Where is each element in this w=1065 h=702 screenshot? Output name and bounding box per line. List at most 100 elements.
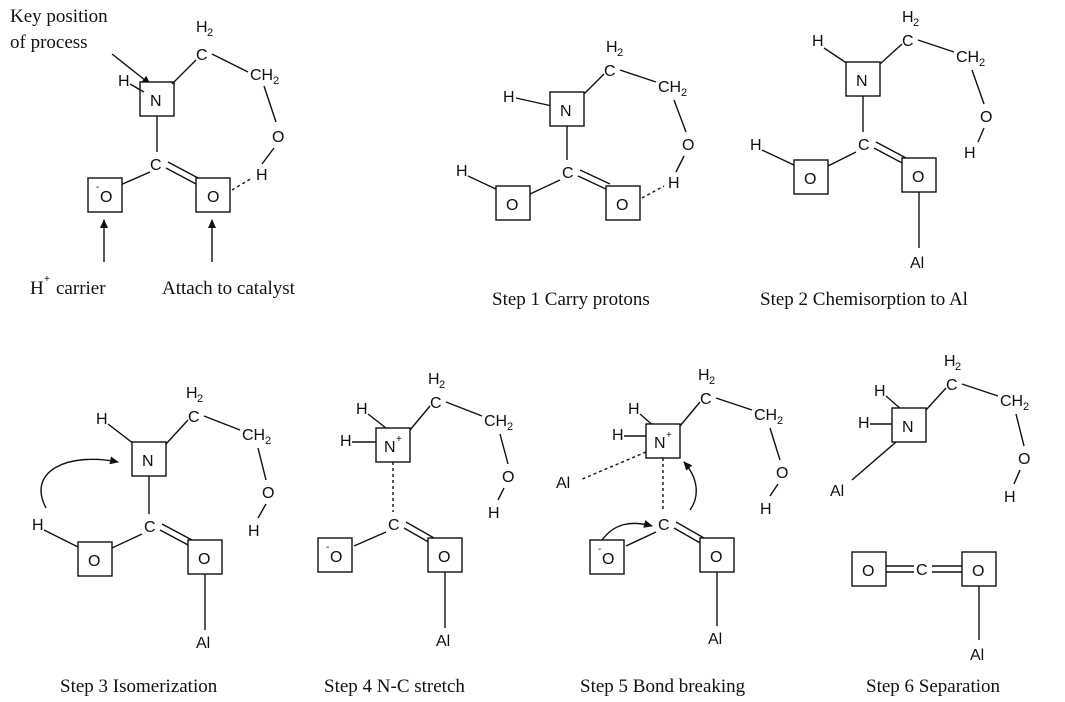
svg-text:C: C	[902, 33, 914, 50]
svg-text:H: H	[1004, 489, 1016, 506]
svg-text:Al: Al	[708, 631, 722, 648]
svg-text:-: -	[326, 542, 329, 553]
label-h-carrier: carrier	[56, 278, 106, 299]
svg-text:H: H	[456, 163, 468, 180]
atom-h: H	[118, 73, 130, 90]
svg-text:O: O	[682, 137, 694, 154]
svg-text:N: N	[654, 435, 666, 452]
svg-text:O: O	[88, 553, 100, 570]
atom-n: N	[150, 93, 162, 110]
svg-text:CH: CH	[242, 427, 265, 444]
co2-o-right	[961, 551, 997, 587]
svg-text:C: C	[946, 377, 958, 394]
svg-text:N: N	[142, 453, 154, 470]
svg-text:Al: Al	[970, 647, 984, 664]
svg-text:C: C	[658, 517, 670, 534]
atom-c: C	[196, 47, 208, 64]
caption-step-1: Step 1 Carry protons	[492, 289, 650, 310]
svg-text:2: 2	[681, 87, 687, 99]
svg-text:2: 2	[273, 75, 279, 87]
svg-text:CH: CH	[250, 67, 273, 84]
caption-step-5: Step 5 Bond breaking	[580, 676, 746, 697]
svg-text:O: O	[602, 551, 614, 568]
svg-text:Al: Al	[830, 483, 844, 500]
svg-text:C: C	[604, 63, 616, 80]
svg-text:H: H	[760, 501, 772, 518]
svg-text:O: O	[616, 197, 628, 214]
o-box-right	[195, 177, 231, 213]
svg-text:C: C	[144, 519, 156, 536]
svg-text:O: O	[710, 549, 722, 566]
svg-text:O: O	[912, 169, 924, 186]
svg-text:2: 2	[979, 57, 985, 69]
svg-text:O: O	[438, 549, 450, 566]
svg-text:H: H	[186, 385, 198, 402]
panel-step-4: H H N + C H 2 CH 2 O H C - O O Al Step 4…	[317, 371, 514, 697]
svg-text:H: H	[812, 33, 824, 50]
panel-step-1: H N C H 2 CH 2 O H C H O O Step 1 Carry …	[456, 39, 694, 310]
svg-text:2: 2	[955, 361, 961, 373]
caption-step-6: Step 6 Separation	[866, 676, 1001, 697]
svg-text:O: O	[972, 563, 984, 580]
svg-text:CH: CH	[658, 79, 681, 96]
label-attach-catalyst: Attach to catalyst	[162, 278, 296, 299]
svg-text:H: H	[750, 137, 762, 154]
svg-text:C: C	[562, 165, 574, 182]
svg-text:+: +	[44, 274, 50, 285]
arrow-proton-transfer	[40, 456, 119, 509]
svg-text:H: H	[256, 167, 268, 184]
svg-text:H: H	[964, 145, 976, 162]
svg-text:H: H	[944, 353, 956, 370]
co2-o-left	[851, 551, 887, 587]
svg-text:H: H	[902, 9, 914, 26]
caption-step-2: Step 2 Chemisorption to Al	[760, 289, 968, 310]
svg-text:H: H	[196, 19, 208, 36]
svg-text:H: H	[96, 411, 108, 428]
arrow-bond-break	[683, 461, 697, 511]
svg-text:O: O	[207, 189, 219, 206]
svg-text:2: 2	[265, 435, 271, 447]
svg-text:2: 2	[913, 17, 919, 29]
svg-text:2: 2	[617, 47, 623, 59]
svg-text:C: C	[700, 391, 712, 408]
svg-text:C: C	[858, 137, 870, 154]
svg-text:Al: Al	[196, 635, 210, 652]
svg-text:C: C	[150, 157, 162, 174]
svg-text:+: +	[666, 430, 672, 441]
svg-text:O: O	[804, 171, 816, 188]
svg-text:H: H	[606, 39, 618, 56]
svg-text:O: O	[862, 563, 874, 580]
svg-text:C: C	[916, 562, 928, 579]
svg-text:2: 2	[197, 393, 203, 405]
svg-text:H: H	[428, 371, 440, 388]
svg-text:N: N	[902, 419, 914, 436]
svg-text:H: H	[874, 383, 886, 400]
svg-text:H: H	[488, 505, 500, 522]
svg-text:N: N	[384, 439, 396, 456]
arrow-key-position	[111, 53, 151, 85]
svg-text:2: 2	[1023, 401, 1029, 413]
svg-text:O: O	[1018, 451, 1030, 468]
caption-step-3: Step 3 Isomerization	[60, 676, 218, 697]
svg-text:H: H	[340, 433, 352, 450]
svg-text:H: H	[628, 401, 640, 418]
svg-text:H: H	[612, 427, 624, 444]
svg-text:C: C	[188, 409, 200, 426]
svg-text:CH: CH	[754, 407, 777, 424]
svg-text:H: H	[698, 367, 710, 384]
panel-step-5: H H N + C H 2 CH 2 O H Al C - O O Al Ste…	[556, 367, 788, 697]
caption-step-4: Step 4 N-C stretch	[324, 676, 465, 697]
svg-text:H: H	[30, 278, 44, 299]
svg-text:H: H	[248, 523, 260, 540]
svg-text:N: N	[560, 103, 572, 120]
svg-text:+: +	[396, 434, 402, 445]
arrow-electron-push	[601, 520, 653, 541]
svg-text:2: 2	[777, 415, 783, 427]
svg-text:Al: Al	[436, 633, 450, 650]
panel-step-2: H N C H 2 CH 2 O H C H O O Al Step 2 Che…	[750, 9, 992, 310]
svg-text:H: H	[32, 517, 44, 534]
svg-text:2: 2	[507, 421, 513, 433]
svg-text:O: O	[100, 189, 112, 206]
svg-text:CH: CH	[484, 413, 507, 430]
